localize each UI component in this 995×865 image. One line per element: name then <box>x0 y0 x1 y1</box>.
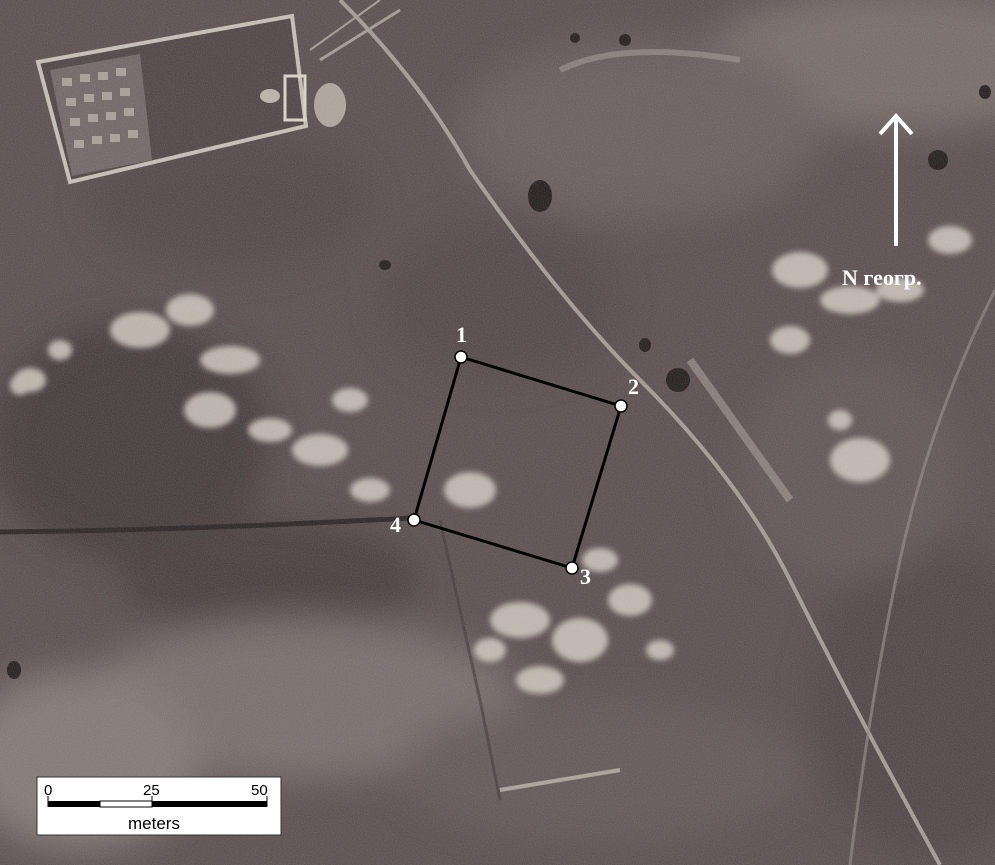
scale-tick-0: 0 <box>44 782 52 799</box>
scale-tick-50: 50 <box>251 782 268 799</box>
scale-tick-25: 25 <box>143 782 160 799</box>
north-arrow: N геогр. <box>842 112 922 290</box>
survey-point-3-marker[interactable] <box>565 561 579 575</box>
survey-point-1-label: 1 <box>456 322 467 347</box>
survey-point-4-label: 4 <box>390 512 401 537</box>
scale-bar: 0 25 50 meters <box>36 776 282 836</box>
survey-point-2-label: 2 <box>628 374 639 399</box>
survey-point-4-marker[interactable] <box>407 513 421 527</box>
survey-point-2-marker[interactable] <box>614 399 628 413</box>
survey-point-3-label: 3 <box>580 564 591 589</box>
survey-markers <box>407 350 628 575</box>
survey-labels: 1 2 3 4 <box>390 322 639 589</box>
survey-point-1-marker[interactable] <box>454 350 468 364</box>
north-arrow-label: N геогр. <box>842 265 922 290</box>
scale-unit: meters <box>128 814 180 833</box>
